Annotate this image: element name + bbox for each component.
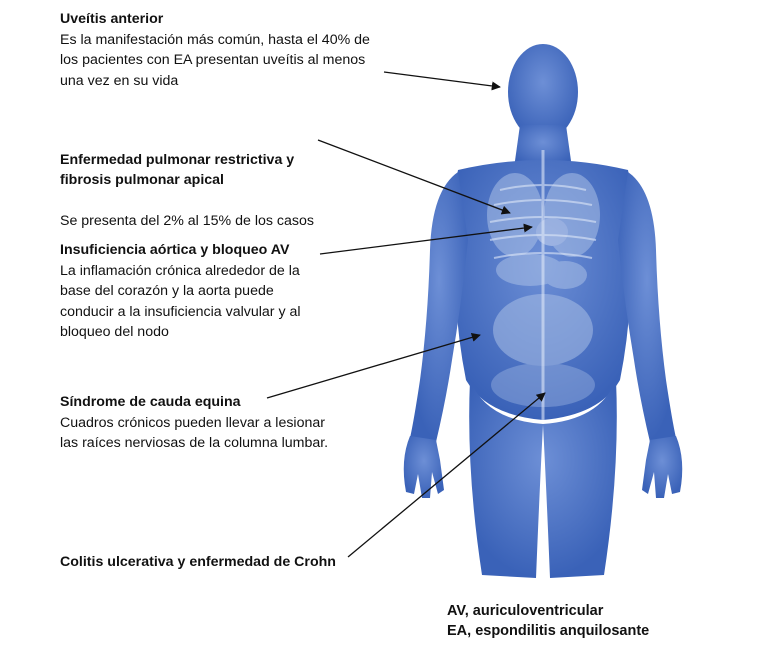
annotation-cauda: Síndrome de cauda equina Cuadros crónico… — [60, 392, 328, 454]
annotation-body: La inflamación crónica alrededor de la b… — [60, 262, 301, 341]
arrow-cauda — [266, 332, 481, 399]
pointer-arrows — [266, 71, 546, 558]
arrow-aortica — [319, 223, 533, 255]
annotation-colitis: Colitis ulcerativa y enfermedad de Crohn — [60, 552, 336, 573]
arrow-colitis — [347, 392, 546, 558]
annotation-title: Uveítis anterior — [60, 11, 164, 27]
rib-cage — [489, 150, 597, 420]
annotation-body: Se presenta del 2% al 15% de los casos — [60, 213, 314, 229]
annotation-uveitis: Uveítis anterior Es la manifestación más… — [60, 9, 370, 91]
arrow-pulmonar — [317, 139, 511, 215]
annotation-title: Enfermedad pulmonar restrictiva y fibros… — [60, 151, 295, 189]
annotation-title: Síndrome de cauda equina — [60, 394, 241, 410]
annotation-body: Es la manifestación más común, hasta el … — [60, 31, 370, 89]
annotation-title: Insuficiencia aórtica y bloqueo AV — [60, 242, 290, 258]
footnote-av: AV, auriculoventricular — [447, 603, 604, 619]
annotation-body: Cuadros crónicos pueden llevar a lesiona… — [60, 414, 329, 452]
arrow-uveitis — [383, 71, 501, 91]
footnote-ea: EA, espondilitis anquilosante — [447, 623, 650, 639]
annotation-pulmonar: Enfermedad pulmonar restrictiva y fibros… — [60, 129, 314, 252]
footnotes: AV, auriculoventricular EA, espondilitis… — [447, 601, 649, 641]
annotation-title: Colitis ulcerativa y enfermedad de Crohn — [60, 554, 336, 570]
annotation-aortica: Insuficiencia aórtica y bloqueo AV La in… — [60, 240, 301, 343]
